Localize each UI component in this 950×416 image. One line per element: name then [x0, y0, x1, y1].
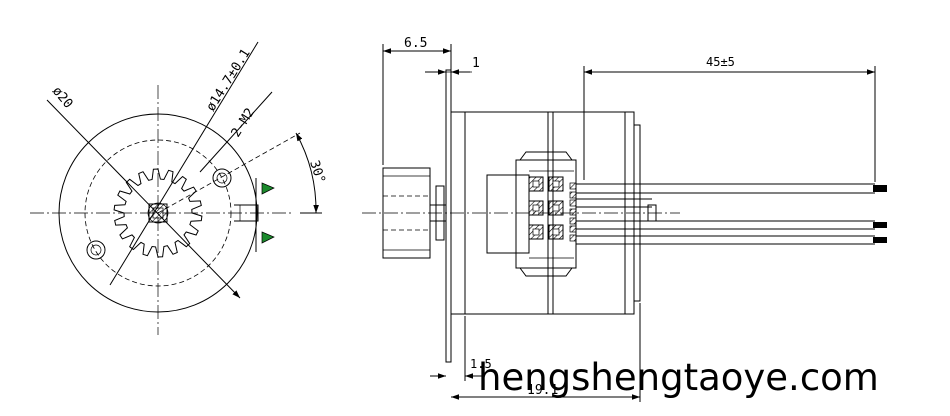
contact-slot	[569, 225, 577, 233]
lead-wires	[576, 183, 887, 245]
connector-pin-core	[532, 204, 540, 212]
connector-pin-core	[552, 180, 560, 188]
contact-slot	[569, 234, 577, 242]
terminal-upper	[261, 182, 275, 195]
label-body-length: 19.1	[527, 383, 558, 398]
contact-slot	[569, 208, 577, 216]
connector-pin-core	[552, 228, 560, 236]
connector	[486, 151, 577, 277]
label-offset: 1.5	[470, 357, 492, 371]
label-holes: 2-M2	[229, 106, 258, 141]
flange-plate	[445, 69, 452, 363]
label-body-dia: ø20	[49, 84, 76, 112]
contact-slot	[569, 191, 577, 199]
label-flange: 1	[472, 56, 480, 71]
front-view: ø20 ø14.7±0.1 2-M2 30°	[30, 41, 328, 335]
mounting-hole-upper	[212, 168, 232, 188]
gear	[113, 168, 203, 258]
connector-pin-core	[532, 228, 540, 236]
mounting-hole-lower	[86, 240, 106, 260]
label-gear-width: 6.5	[404, 36, 427, 51]
label-lead-length: 45±5	[706, 55, 735, 69]
label-bolt-circle: ø14.7±0.1	[204, 46, 254, 114]
side-view: 6.5 1 45±5 1.5 19.1	[362, 36, 887, 402]
body-outline	[58, 113, 258, 313]
terminal-lower	[261, 231, 275, 244]
watermark: hengshengtaoye.com	[478, 356, 879, 399]
contact-slot	[569, 217, 577, 225]
connector-pin-core	[552, 204, 560, 212]
bolt-circle	[84, 139, 232, 287]
contact-slot	[569, 199, 577, 207]
contact-slot	[569, 182, 577, 190]
label-angle: 30°	[306, 159, 328, 186]
connector-pin-core	[532, 180, 540, 188]
